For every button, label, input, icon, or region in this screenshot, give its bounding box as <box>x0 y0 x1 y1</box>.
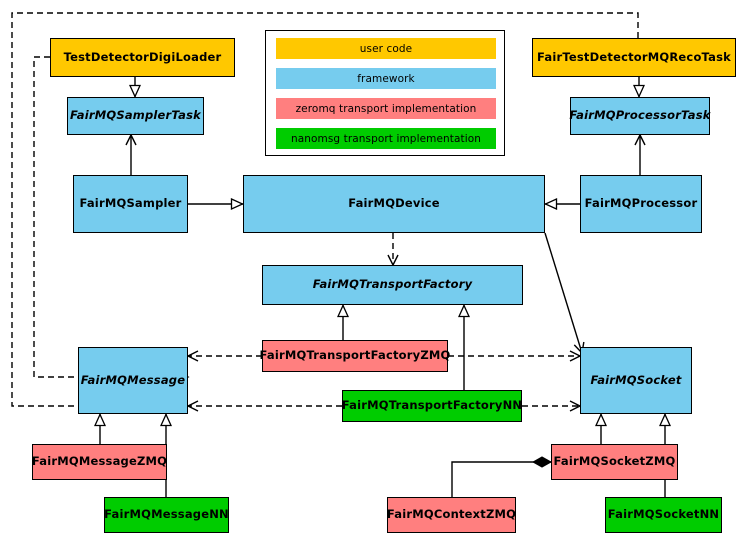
node-fairmqsocketzmq[interactable]: FairMQSocketZMQ <box>551 444 678 480</box>
node-label: FairMQDevice <box>348 196 440 211</box>
node-label: FairMQTransportFactory <box>312 277 473 292</box>
node-label: FairMQSampler <box>79 196 182 211</box>
node-label: FairMQSocketZMQ <box>553 454 676 469</box>
legend-item-user-code: user code <box>276 38 496 59</box>
node-fairmqsamplertask[interactable]: FairMQSamplerTask <box>67 97 204 135</box>
node-label: FairMQTransportFactoryNN <box>341 398 523 413</box>
node-label: FairMQTransportFactoryZMQ <box>259 348 451 363</box>
node-label: FairMQMessage <box>80 372 186 387</box>
node-fairmqmessagezmq[interactable]: FairMQMessageZMQ <box>32 444 167 480</box>
legend-label: user code <box>359 42 413 55</box>
node-label: FairMQMessageNN <box>104 507 229 522</box>
node-testdetectordigiloader[interactable]: TestDetectorDigiLoader <box>50 38 235 77</box>
legend-label: zeromq transport implementation <box>295 102 477 115</box>
edge-contextzmq-socketzmq <box>451 462 551 497</box>
edge-device-socket <box>544 232 585 355</box>
node-fairmqtransportfactory[interactable]: FairMQTransportFactory <box>262 265 523 305</box>
node-label: FairMQProcessorTask <box>569 108 711 123</box>
node-fairmqcontextzmq[interactable]: FairMQContextZMQ <box>387 497 516 533</box>
node-fairmqsampler[interactable]: FairMQSampler <box>73 175 188 233</box>
node-label: TestDetectorDigiLoader <box>63 49 222 64</box>
node-fairmqsocketnn[interactable]: FairMQSocketNN <box>605 497 722 533</box>
legend-item-nanomsg: nanomsg transport implementation <box>276 128 496 149</box>
legend-item-framework: framework <box>276 68 496 89</box>
node-label: FairMQSamplerTask <box>70 108 201 123</box>
node-fairmqtransportfactoryzmq[interactable]: FairMQTransportFactoryZMQ <box>259 340 451 372</box>
node-fairmqmessagenn[interactable]: FairMQMessageNN <box>104 497 229 533</box>
node-fairmqprocessor[interactable]: FairMQProcessor <box>580 175 702 233</box>
node-fairmqdevice[interactable]: FairMQDevice <box>243 175 545 233</box>
legend-item-zeromq: zeromq transport implementation <box>276 98 496 119</box>
node-label: FairTestDetectorMQRecoTask <box>537 49 731 64</box>
node-label: FairMQContextZMQ <box>386 507 517 522</box>
legend-label: framework <box>357 72 415 85</box>
legend-label: nanomsg transport implementation <box>290 132 482 145</box>
node-label: FairMQMessageZMQ <box>31 454 168 469</box>
node-fairmqtransportfactorynn[interactable]: FairMQTransportFactoryNN <box>342 390 522 422</box>
node-label: FairMQProcessor <box>584 196 698 211</box>
node-label: FairMQSocketNN <box>607 507 720 522</box>
node-fairmqmessage[interactable]: FairMQMessage <box>78 347 188 414</box>
node-fairtestdetectormqrecotask[interactable]: FairTestDetectorMQRecoTask <box>532 38 736 77</box>
node-fairmqsocket[interactable]: FairMQSocket <box>580 347 692 414</box>
node-label: FairMQSocket <box>590 372 682 387</box>
legend: user code framework zeromq transport imp… <box>265 30 505 156</box>
node-fairmqprocessortask[interactable]: FairMQProcessorTask <box>569 97 711 135</box>
